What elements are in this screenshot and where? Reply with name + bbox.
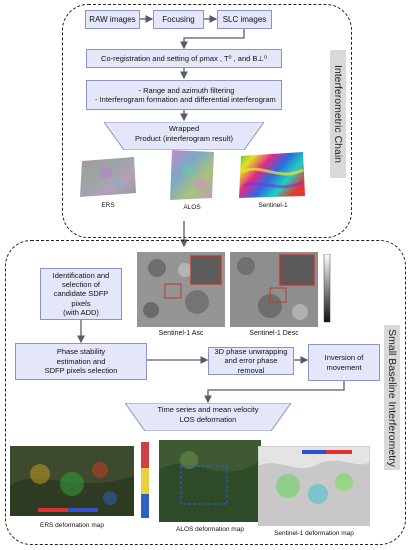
sentinel1-map-caption: Sentinel-1 deformation map	[274, 530, 354, 537]
coherence-colorbar	[323, 254, 331, 323]
sentinel1-asc-caption: Sentinel-1 Asc	[158, 330, 204, 337]
sentinel1-desc-caption: Sentinel-1 Desc	[249, 330, 299, 337]
ers-map-caption: ERS deformation map	[40, 522, 104, 529]
sbas-label: Small Baseline Interferometry	[384, 325, 400, 470]
sentinel1-desc-image	[230, 252, 318, 327]
sentinel1-deformation-map	[258, 446, 370, 526]
raw-images-box: RAW images	[85, 10, 140, 29]
inversion-box: Inversion of movement	[308, 344, 380, 381]
ers-interferogram-image	[80, 157, 136, 197]
time-series-shape	[125, 403, 291, 431]
wrapped-product-shape	[104, 122, 264, 150]
arrow-slc-coreg	[180, 29, 245, 50]
coregistration-box: Co-registration and setting of ρmax , T⁰…	[86, 49, 282, 68]
ers-deformation-map	[10, 446, 134, 516]
phase-stability-box: Phase stability estimation and SDFP pixe…	[15, 343, 147, 380]
interferometric-chain-panel	[62, 4, 352, 238]
slc-images-box: SLC images	[217, 10, 272, 29]
identification-box: Identification and selection of candidat…	[40, 268, 122, 320]
focusing-box: Focusing	[153, 10, 204, 29]
sentinel1-caption: Sentinel-1	[258, 202, 288, 209]
arrow-inversion-ts	[204, 381, 345, 404]
interferometric-chain-label: Interferometric Chain	[330, 50, 346, 178]
alos-interferogram-image	[170, 150, 214, 200]
ers-caption: ERS	[101, 202, 115, 209]
phase-unwrapping-box: 3D phase unwrapping and error phase remo…	[208, 347, 294, 375]
time-series-label: Time series and mean velocity LOS deform…	[157, 405, 259, 424]
sentinel1-asc-image	[137, 252, 225, 327]
alos-map-caption: ALOS deformation map	[176, 526, 244, 533]
alos-caption: ALOS	[183, 204, 201, 211]
sentinel1-interferogram-image	[239, 152, 305, 198]
wrapped-product-label: Wrapped Product (interferogram result)	[135, 124, 233, 143]
alos-deformation-map	[141, 440, 261, 522]
sbas-panel	[5, 240, 406, 545]
filtering-box: - Range and azimuth filtering - Interfer…	[86, 80, 282, 110]
